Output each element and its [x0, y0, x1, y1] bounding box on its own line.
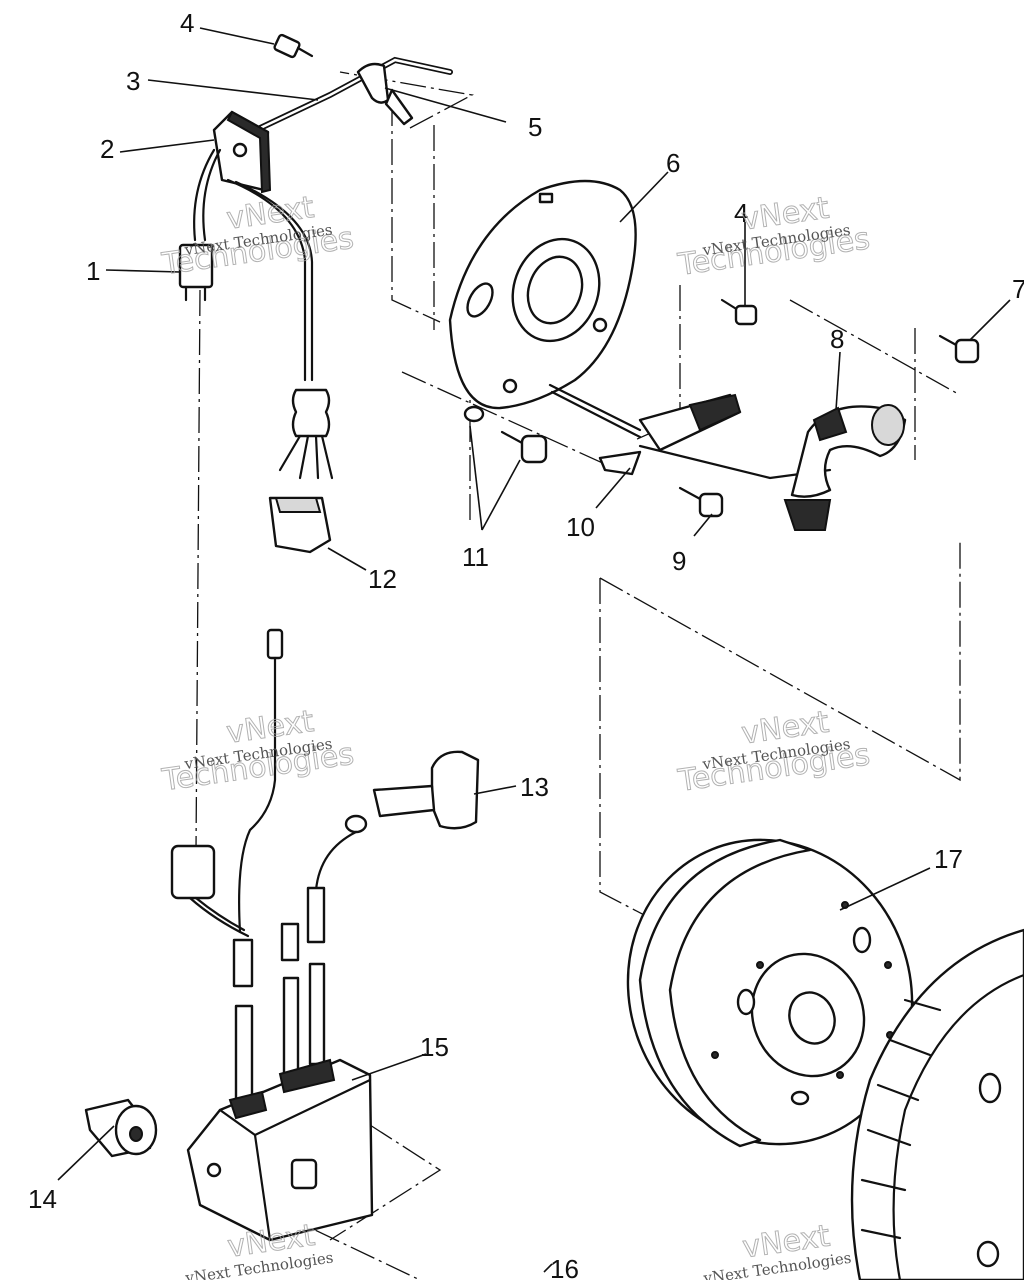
wire-tube-assembly: [232, 33, 453, 143]
harness-bundle-12: [268, 388, 334, 554]
callout-10: 10: [566, 512, 595, 542]
callout-6: 6: [666, 148, 680, 178]
callout-4-top: 4: [180, 8, 194, 38]
callout-15: 15: [420, 1032, 449, 1062]
watermark-top-left: vNext Technologies vNext Technologies: [159, 189, 357, 282]
watermark-bottom-right: vNext vNext Technologies: [701, 1218, 852, 1280]
watermark-bottom-left: vNext vNext Technologies: [183, 1217, 334, 1280]
callout-11: 11: [462, 542, 489, 572]
screw-4-top: [273, 33, 314, 59]
screws: [463, 298, 980, 518]
callout-17: 17: [934, 844, 963, 874]
screw-9: [678, 486, 724, 518]
screw-7: [938, 334, 980, 364]
spark-plug-cap: [314, 750, 480, 892]
callout-5: 5: [528, 112, 542, 142]
harness-connector-1: [178, 148, 314, 382]
charge-coil-10: [548, 383, 832, 480]
stator-plate: [448, 179, 637, 410]
screw-4-right: [720, 298, 758, 326]
regulator: [212, 110, 272, 194]
watermark-mid-right: vNext Technologies vNext Technologies: [675, 704, 873, 799]
callout-8: 8: [830, 324, 844, 354]
leader-lines: [57, 27, 1011, 1273]
callout-16: 16: [550, 1254, 579, 1280]
bushing: [84, 1098, 158, 1158]
callout-13: 13: [520, 772, 549, 802]
coil-assembly-8: [783, 404, 907, 531]
callout-7: 7: [1012, 274, 1024, 304]
cdi-module: [186, 1058, 374, 1242]
flywheel: [626, 838, 914, 1148]
ignition-leads: [170, 628, 326, 1104]
watermark-top-right: vNext Technologies vNext Technologies: [675, 190, 873, 283]
callout-3: 3: [126, 66, 140, 96]
callouts: 1 2 3 4 5 6 4 7 8 9 10 11 12 13 14 15 16…: [28, 8, 1024, 1280]
screw-11: [463, 405, 548, 464]
cooling-fan: [850, 928, 1024, 1280]
callout-14: 14: [28, 1184, 57, 1214]
watermark-mid-left: vNext Technologies vNext Technologies: [159, 703, 357, 798]
callout-4-right: 4: [734, 198, 748, 228]
callout-12: 12: [368, 564, 397, 594]
callout-2: 2: [100, 134, 114, 164]
callout-1: 1: [86, 256, 100, 286]
callout-9: 9: [672, 546, 686, 576]
